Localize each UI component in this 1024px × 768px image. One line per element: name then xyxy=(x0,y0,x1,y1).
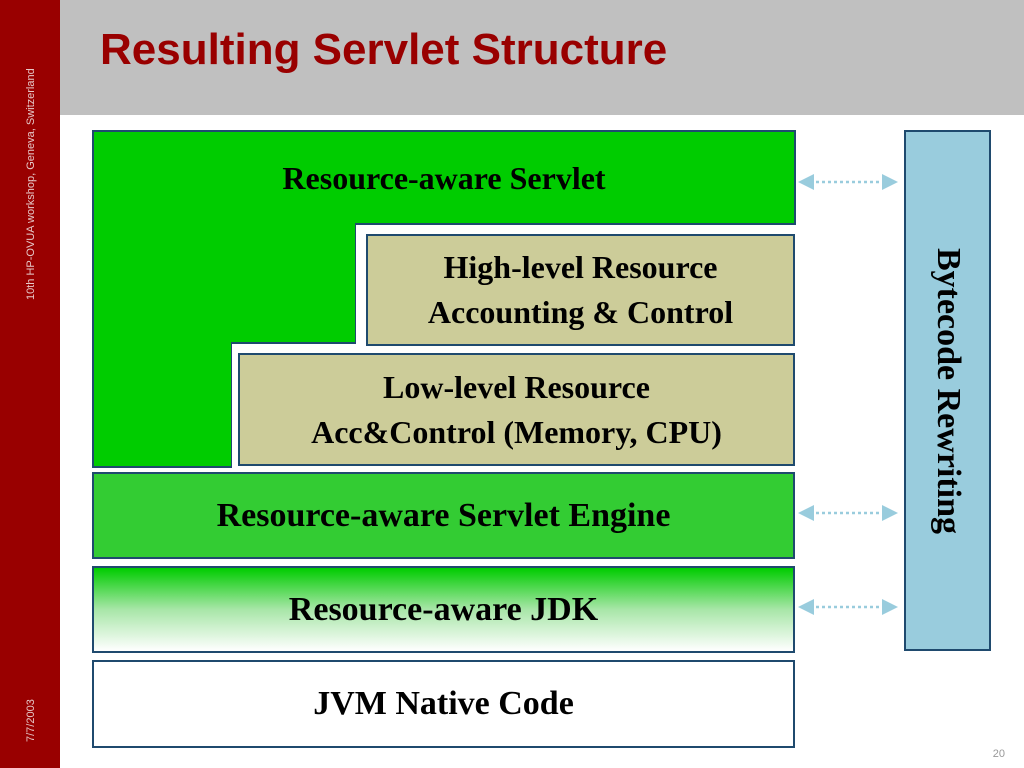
servlet-engine-label: Resource-aware Servlet Engine xyxy=(216,496,671,534)
servlet-engine-layer: Resource-aware Servlet Engine xyxy=(92,472,795,559)
servlet-layer-outline xyxy=(92,130,796,468)
slide-title: Resulting Servlet Structure xyxy=(100,25,668,74)
jvm-native-label: JVM Native Code xyxy=(313,685,574,722)
double-arrow-icon xyxy=(798,505,898,521)
servlet-layer-label: Resource-aware Servlet xyxy=(282,160,606,196)
header-band: Resulting Servlet Structure xyxy=(60,0,1024,115)
workshop-label: 10th HP-OVUA workshop, Geneva, Switzerla… xyxy=(25,68,37,300)
bytecode-rewriting-box: Bytecode Rewriting xyxy=(904,130,991,651)
bytecode-rewriting-label: Bytecode Rewriting xyxy=(929,247,967,534)
high-level-accounting-box: High-level Resource Accounting & Control xyxy=(366,234,795,346)
double-arrow-icon xyxy=(798,599,898,615)
low-level-accounting-box: Low-level Resource Acc&Control (Memory, … xyxy=(238,353,795,466)
high-level-line-2: Accounting & Control xyxy=(427,294,734,330)
low-level-line-1: Low-level Resource xyxy=(383,368,650,405)
date-label: 7/7/2003 xyxy=(25,699,37,742)
low-level-line-2: Acc&Control (Memory, CPU) xyxy=(311,413,722,450)
page-number: 20 xyxy=(992,748,1005,760)
double-arrow-icon xyxy=(798,174,898,190)
jdk-layer: Resource-aware JDK xyxy=(92,566,795,653)
high-level-line-1: High-level Resource xyxy=(443,249,718,286)
jdk-label: Resource-aware JDK xyxy=(288,590,599,628)
jvm-native-layer: JVM Native Code xyxy=(92,660,795,748)
sidebar-band: 10th HP-OVUA workshop, Geneva, Switzerla… xyxy=(0,0,60,768)
